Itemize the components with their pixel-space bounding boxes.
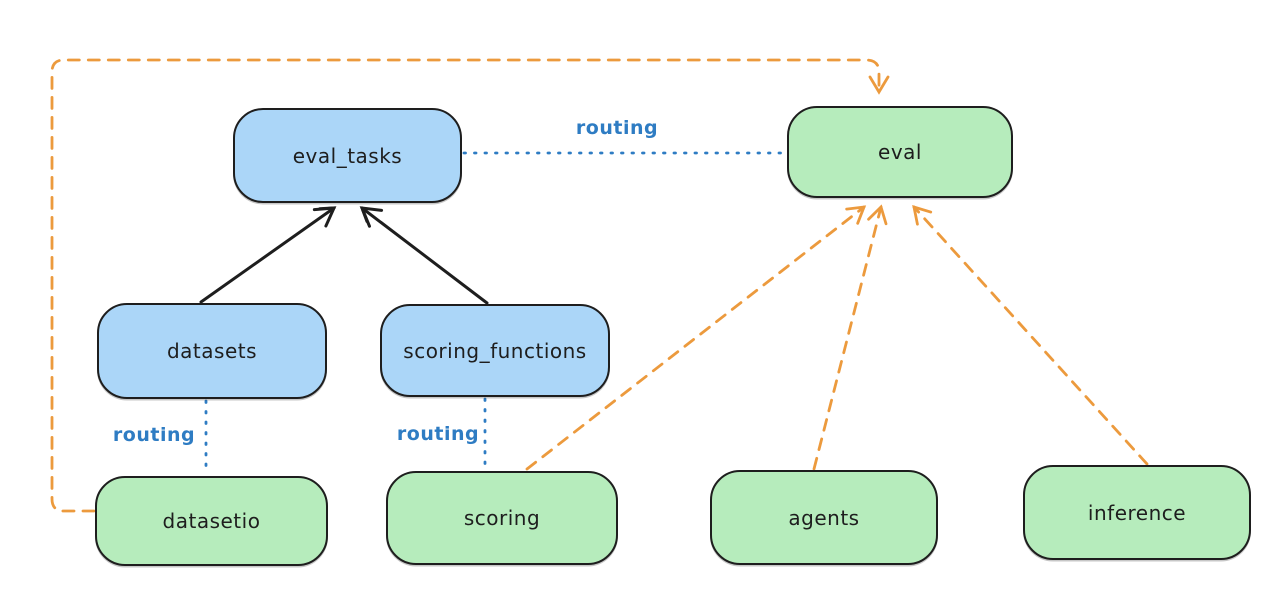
node-agents-label: agents	[788, 505, 860, 530]
node-eval-label: eval	[878, 140, 922, 164]
routing-label-scoring-functions-scoring: routing	[396, 423, 480, 445]
node-datasetio-label: datasetio	[162, 509, 261, 533]
node-inference: inference	[1023, 465, 1251, 560]
edge-scoring-functions-to-eval-tasks	[359, 206, 489, 305]
edge-datasets-to-eval-tasks	[199, 206, 337, 304]
node-eval-tasks: eval_tasks	[233, 108, 462, 203]
node-datasetio: datasetio	[95, 476, 328, 566]
edge-scoring-to-eval	[525, 205, 867, 471]
routing-label-datasets-datasetio: routing	[112, 424, 196, 446]
edge-datasetio-to-eval	[50, 58, 890, 513]
node-datasets-label: datasets	[166, 339, 258, 363]
node-scoring-functions-label: scoring_functions	[403, 338, 587, 363]
edge-agents-to-eval	[812, 204, 888, 471]
node-eval: eval	[787, 106, 1013, 198]
node-agents: agents	[710, 470, 938, 565]
node-scoring-label: scoring	[463, 506, 541, 530]
node-datasets: datasets	[97, 303, 327, 399]
node-inference-label: inference	[1087, 500, 1187, 525]
node-eval-tasks-label: eval_tasks	[292, 143, 403, 168]
node-scoring-functions: scoring_functions	[380, 304, 610, 397]
edge-inference-to-eval	[912, 204, 1149, 466]
routing-label-eval-tasks-eval: routing	[575, 117, 659, 139]
node-scoring: scoring	[386, 471, 618, 565]
